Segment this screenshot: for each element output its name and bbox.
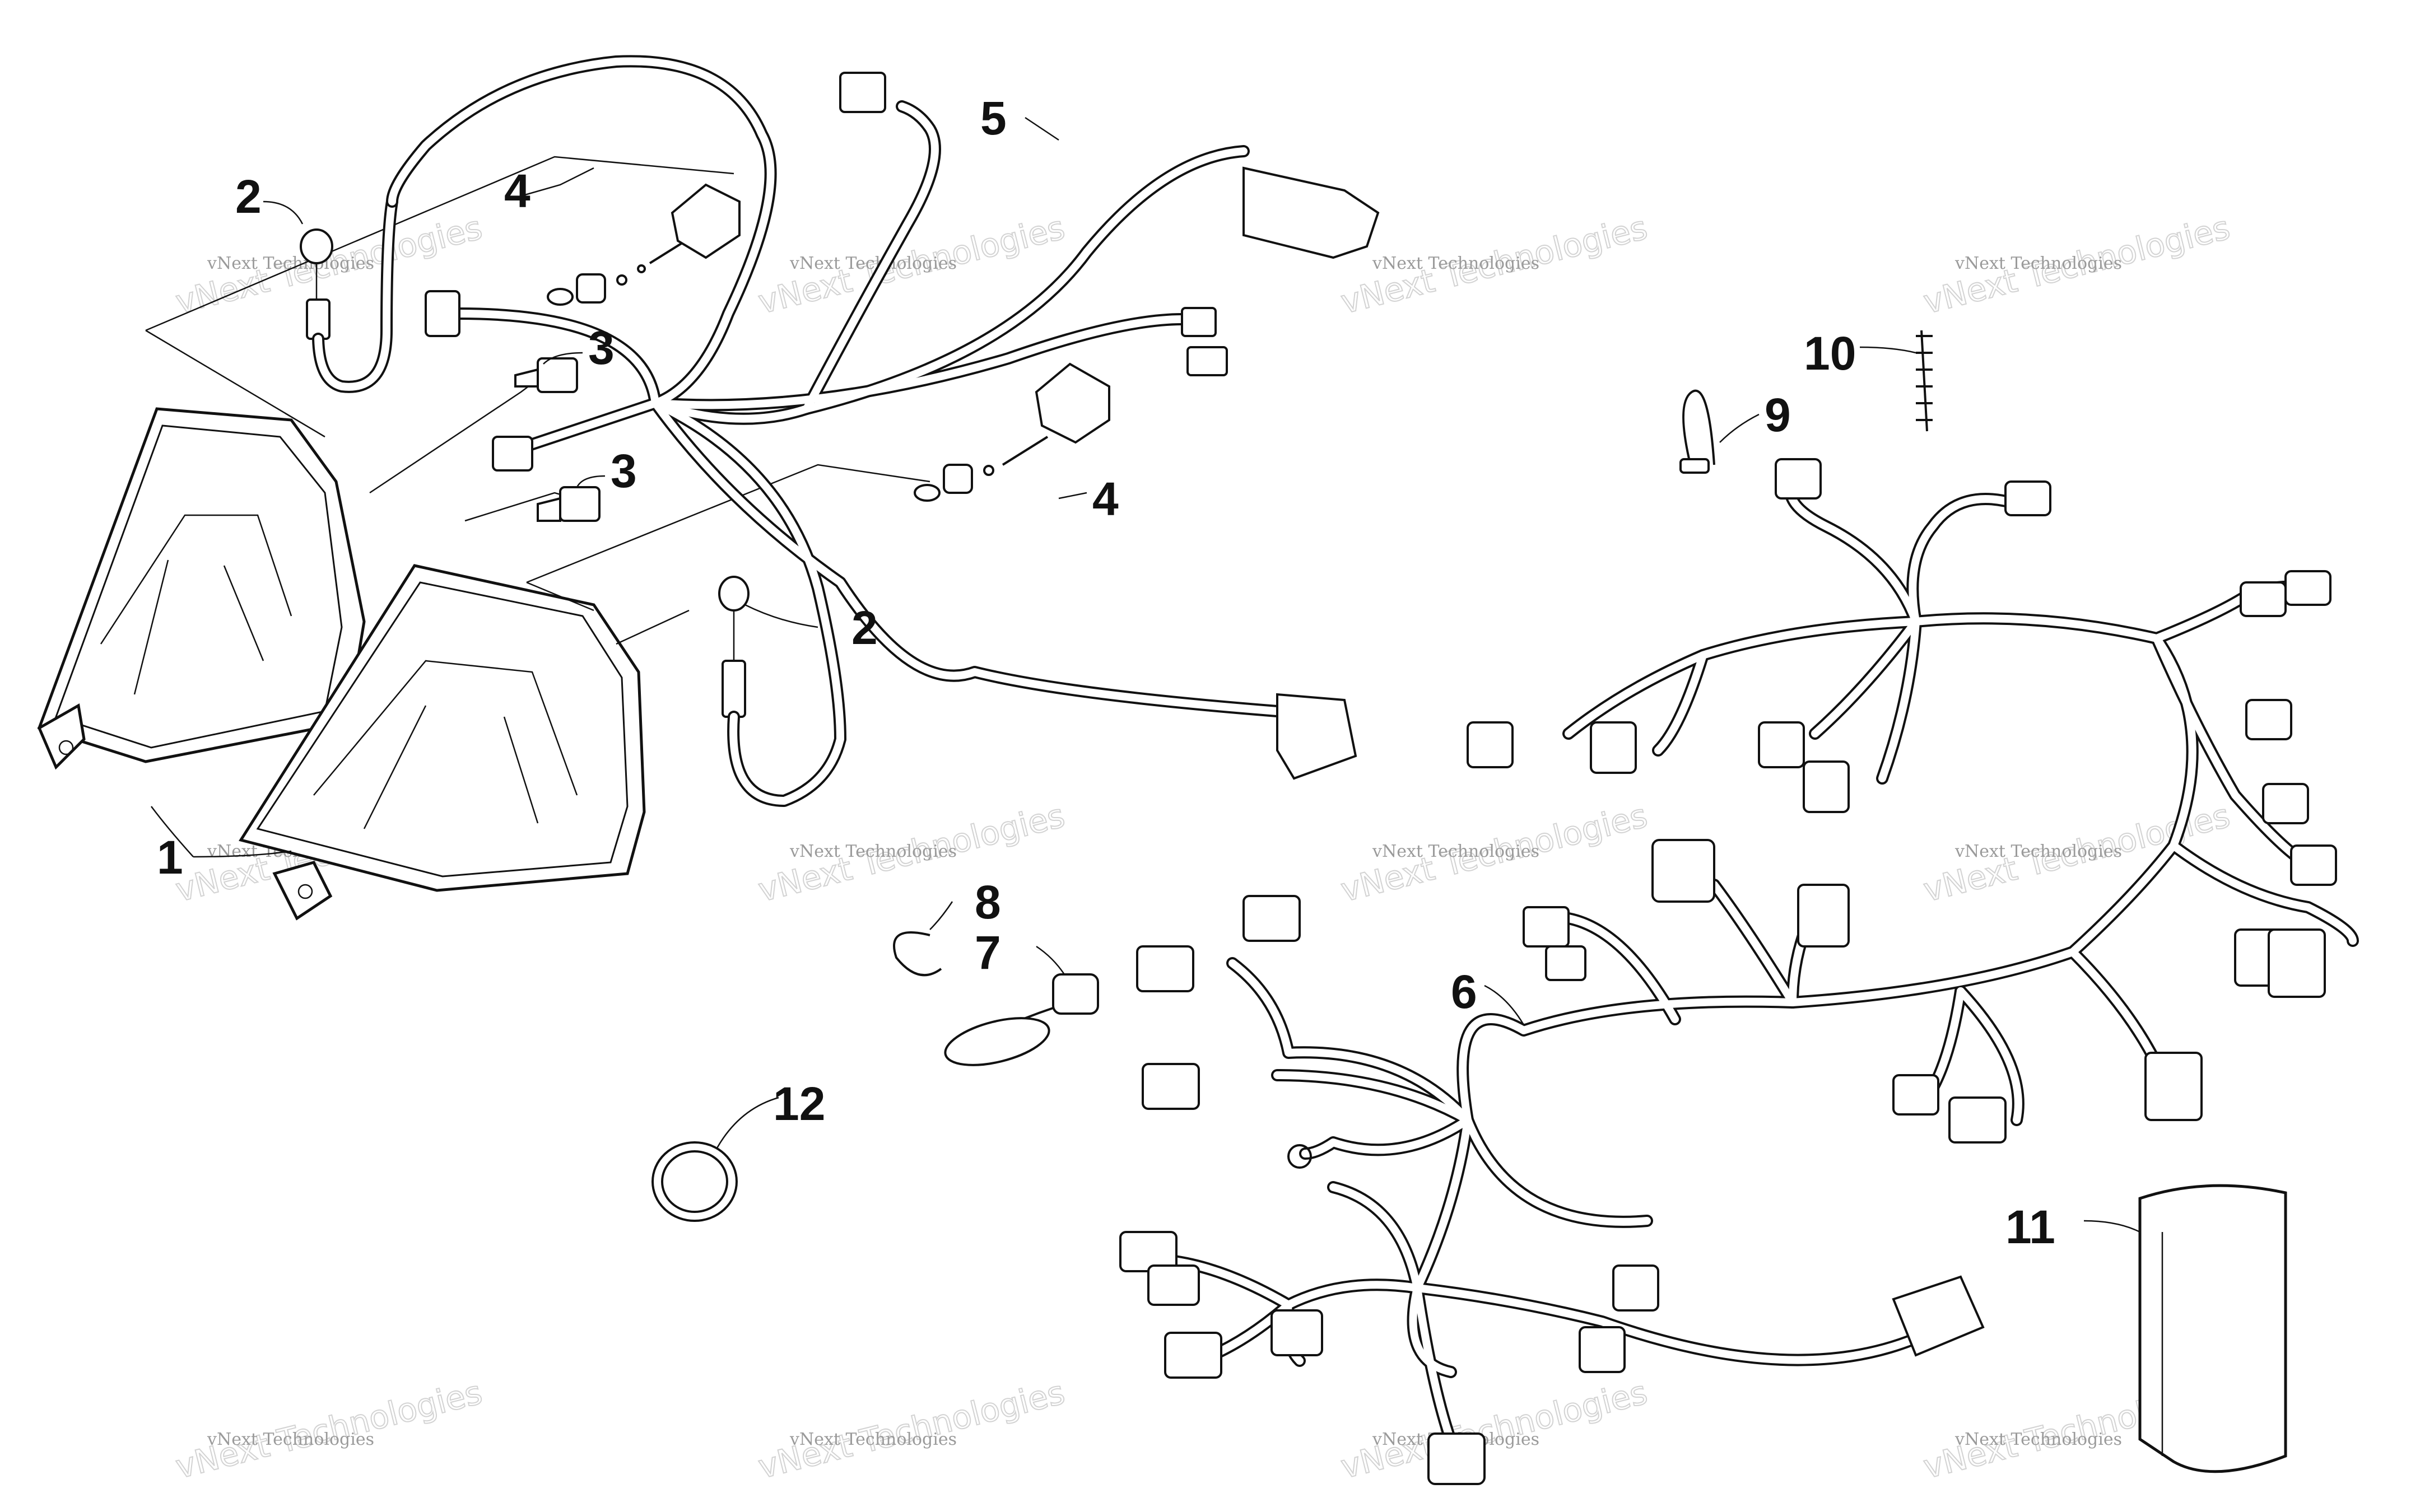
callout-8: 8 (975, 876, 1001, 928)
callout-3-lower: 3 (611, 445, 637, 497)
bulb-upper (514, 357, 578, 393)
callout-numbers: 1 2 2 3 3 4 4 5 6 7 8 9 10 11 12 (157, 92, 2055, 1253)
callout-3-upper: 3 (588, 321, 615, 374)
callout-12: 12 (773, 1077, 825, 1130)
part-9-tie (1679, 389, 1715, 474)
callout-11: 11 (2005, 1201, 2055, 1253)
watermark-r1c3: vNext Technologies vNext Technologies (1337, 208, 1651, 322)
watermark-r2c2: vNext Technologies vNext Technologies (754, 796, 1069, 910)
socket-upper (300, 195, 398, 393)
callout-7: 7 (975, 926, 1001, 979)
callout-1: 1 (157, 831, 183, 884)
part-10-spring (1916, 330, 1933, 432)
svg-text:vNext Technologies: vNext Technologies (1954, 254, 2122, 273)
svg-text:vNext Technologies: vNext Technologies (1372, 842, 1539, 861)
callout-4-upper: 4 (504, 165, 530, 217)
callout-2-upper: 2 (235, 170, 262, 223)
callout-9: 9 (1765, 389, 1791, 441)
adjuster-upper (547, 183, 741, 306)
headlight-harness (386, 55, 1380, 807)
svg-text:vNext Technologies: vNext Technologies (1372, 254, 1539, 273)
svg-text:vNext Technologies: vNext Technologies (1954, 842, 2122, 861)
headlight-right (239, 564, 646, 921)
svg-text:vNext Technologies: vNext Technologies (207, 1430, 374, 1449)
adjuster-lower (914, 362, 1110, 502)
watermark-r1c4: vNext Technologies vNext Technologies (1919, 208, 2234, 322)
part-12-ring (651, 1141, 738, 1222)
headlight-left (37, 407, 366, 770)
watermark-r3c2: vNext Technologies vNext Technologies (754, 1373, 1069, 1487)
svg-text:vNext Technologies: vNext Technologies (789, 1430, 957, 1449)
callout-5: 5 (980, 92, 1007, 144)
part-7-strap (944, 973, 1099, 1066)
part-8-clip (893, 931, 942, 977)
socket-lower (718, 576, 750, 718)
svg-text:vNext Technologies: vNext Technologies (789, 842, 957, 861)
callout-6: 6 (1451, 965, 1477, 1018)
bulb-lower (537, 486, 601, 522)
callout-10: 10 (1804, 327, 1856, 380)
part-11-sleeve (2138, 1184, 2287, 1473)
svg-text:vNext Technologies: vNext Technologies (207, 254, 374, 273)
svg-text:vNext Technologies: vNext Technologies (1954, 1430, 2122, 1449)
callout-leaders (151, 116, 2140, 1233)
watermark-r2c3: vNext Technologies vNext Technologies (1337, 796, 1651, 910)
watermark-r3c1: vNext Technologies vNext Technologies (171, 1373, 486, 1487)
svg-text:vNext Technologies: vNext Technologies (789, 254, 957, 273)
callout-4-lower: 4 (1092, 473, 1119, 525)
watermark-r3c3: vNext Technologies vNext Technologies (1337, 1373, 1651, 1487)
main-harness (1119, 458, 2359, 1485)
callout-2-lower: 2 (851, 601, 878, 654)
